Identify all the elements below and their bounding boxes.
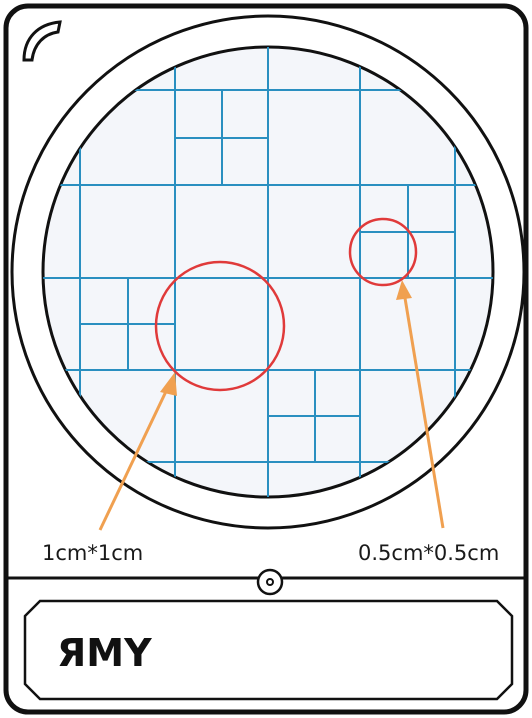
label-large-square: 1cm*1cm: [42, 541, 143, 565]
knob-icon: [258, 570, 282, 594]
label-small-square: 0.5cm*0.5cm: [358, 541, 499, 565]
brand-logo: ЯMY: [57, 631, 152, 675]
